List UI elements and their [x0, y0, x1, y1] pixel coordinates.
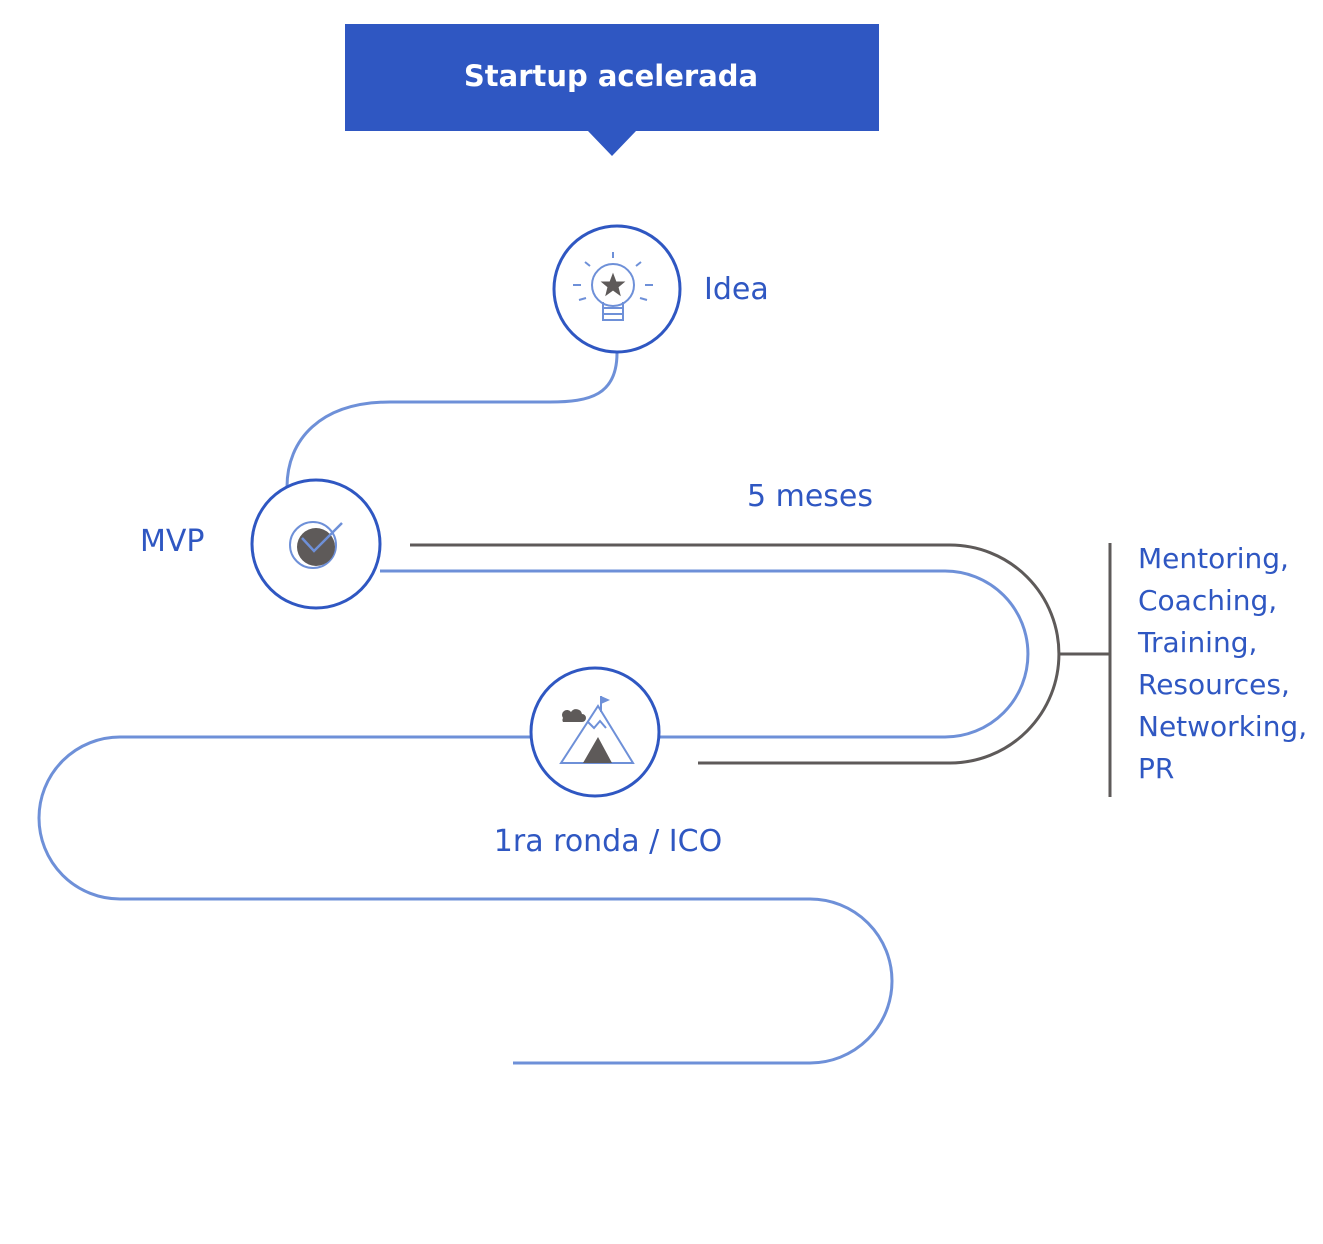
service-item: Training, [1137, 626, 1257, 659]
road-path [37, 352, 1030, 1065]
duration-bracket-line [410, 543, 1061, 765]
target-check-icon [289, 521, 343, 569]
milestone-round-label: 1ra ronda / ICO [494, 824, 722, 859]
mountain-flag-icon [559, 696, 635, 764]
lightbulb-star-icon [573, 252, 653, 321]
service-item: PR [1138, 752, 1174, 785]
milestone-mvp-label: MVP [140, 524, 205, 559]
milestone-round: 1ra ronda / ICO [494, 666, 722, 859]
services-list: Mentoring, Coaching, Training, Resources… [1137, 542, 1307, 785]
banner: Startup acelerada [345, 24, 879, 156]
banner-box [345, 24, 879, 131]
banner-title: Startup acelerada [464, 59, 758, 93]
milestone-idea-label: Idea [704, 272, 769, 307]
duration-label: 5 meses [747, 479, 873, 514]
service-item: Networking, [1138, 710, 1307, 743]
service-item: Resources, [1138, 668, 1290, 701]
service-item: Mentoring, [1138, 542, 1289, 575]
milestone-mvp: MVP [140, 478, 382, 610]
banner-pointer [588, 131, 636, 156]
milestone-round-circle [529, 666, 661, 798]
milestone-idea: Idea [552, 224, 769, 354]
service-item: Coaching, [1138, 584, 1277, 617]
